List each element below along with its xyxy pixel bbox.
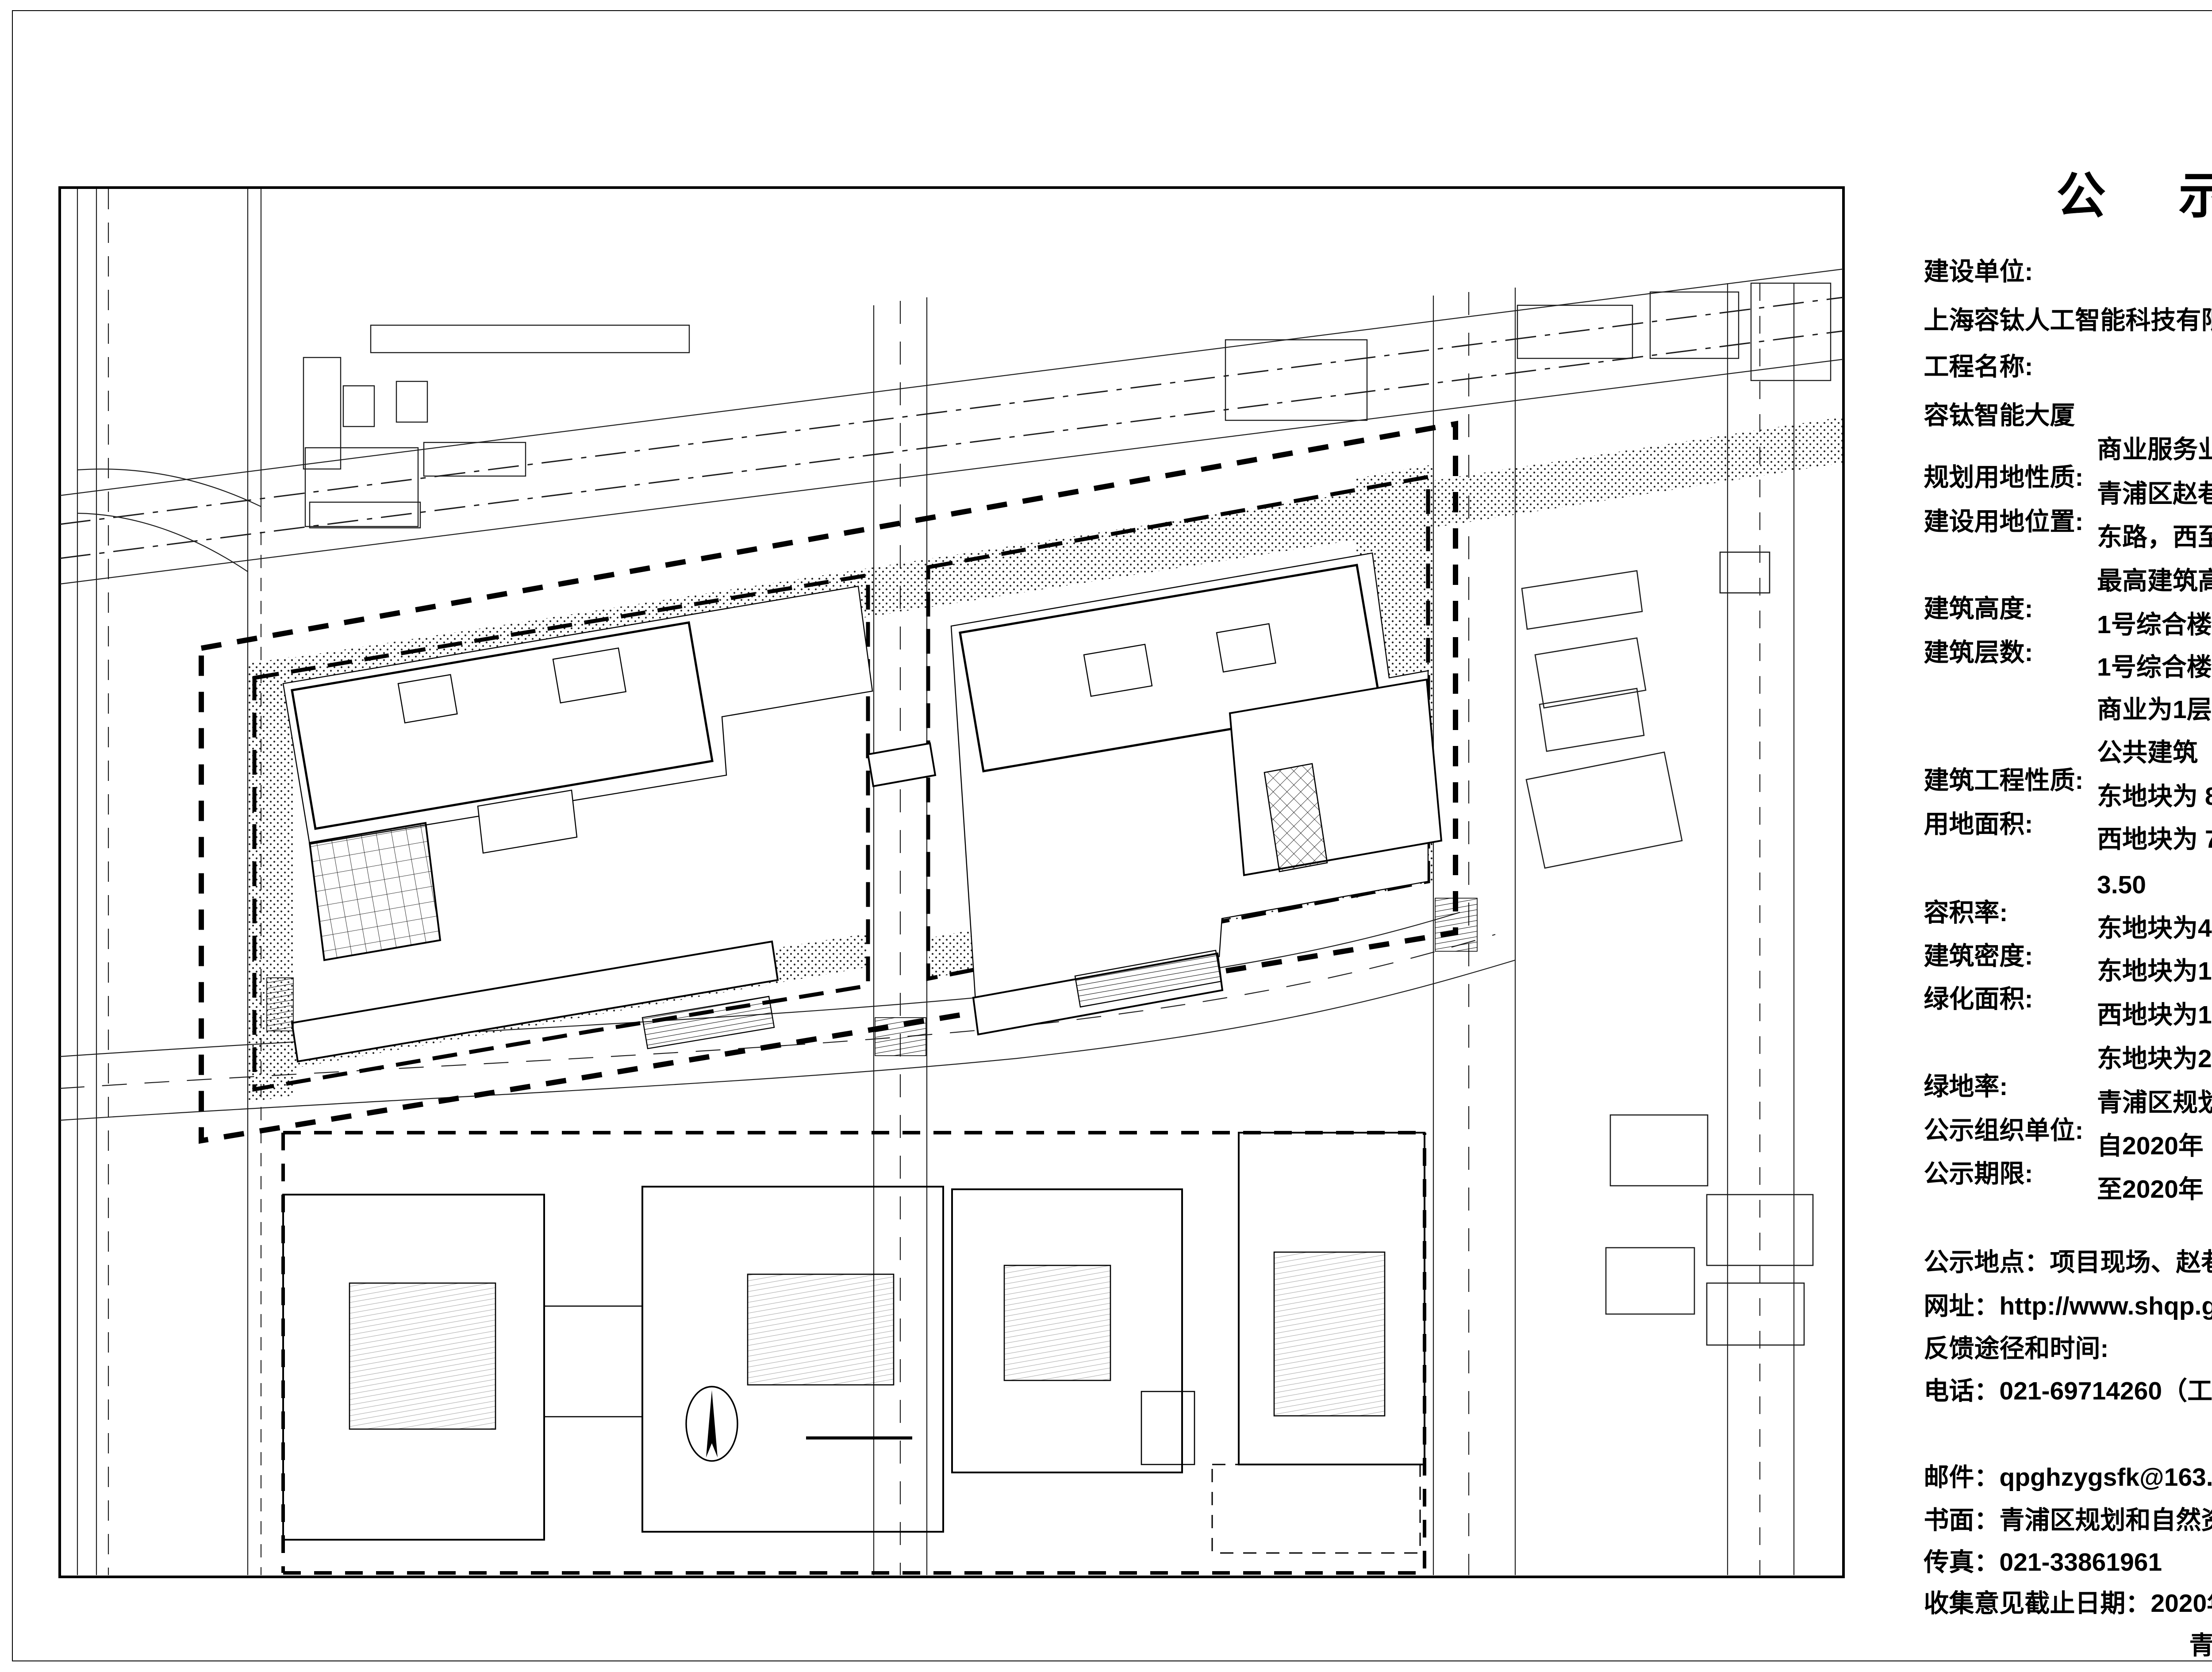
notice-row: 电话：021-69714260（工作日：上午9:00-11:00 xyxy=(1854,1349,2212,1461)
notice-row: 工程名称: xyxy=(1854,325,2033,436)
notice-row: 商业为1层，酒店为5层；地下二层。 xyxy=(1854,696,2212,807)
notice-row-value: 3.50 xyxy=(2097,871,2146,899)
north-arrow-icon xyxy=(685,1386,738,1462)
notice-row-label: 收集意见截止日期：2020年 月 日 xyxy=(1924,1589,2212,1618)
notice-row-label: 绿地率: xyxy=(1924,1072,2008,1101)
notice-row-label: 公示期限: xyxy=(1924,1159,2033,1188)
notice-row-value: 至2020年 月 日 xyxy=(2097,1175,2204,1203)
notice-row: 上海容钛人工智能科技有限公司 xyxy=(1854,279,2212,390)
notice-row: 建筑高度: 最高建筑高度72.2米 xyxy=(1854,567,2212,678)
notice-row-label: 书面：青浦区规划和自然资源局（华青南路757号） xyxy=(1924,1506,2212,1534)
notice-row: 西地块为 7849.2 平方米 xyxy=(1854,826,2212,937)
notice-row-value: 东路，西至夏阳河，北至沈家桥界泾港 xyxy=(2097,523,2212,551)
notice-row-value: 西地块为1661.4平方米 xyxy=(2097,1001,2212,1029)
notice-row-value: 自2020年 月 日 xyxy=(2097,1132,2204,1160)
notice-row: 建筑工程性质: 公共建筑 xyxy=(1854,739,2198,850)
notice-row: 建设用地位置: 青浦区赵巷镇，东至崧泉路，南至华科 xyxy=(1854,480,2212,591)
notice-row-label: 工程名称: xyxy=(1924,352,2033,381)
notice-row-label: 容积率: xyxy=(1924,898,2008,927)
notice-row: 西地块为1661.4平方米 xyxy=(1854,1001,2212,1112)
notice-row: 公示组织单位: 青浦区规划和自然资源局 xyxy=(1854,1089,2212,1200)
notice-row: 公示地点：项目现场、赵巷镇人民政府及规划资源局网站 xyxy=(1854,1221,2212,1332)
notice-row: 容积率: 3.50 xyxy=(1854,871,2146,982)
notice-row-label: 传真：021-33861961 xyxy=(1924,1548,2162,1576)
notice-row: 1号综合楼裙房为5层，1号商业与2号 xyxy=(1854,653,2212,765)
notice-row-label: 绿化面积: xyxy=(1924,984,2033,1013)
notice-row-value: 青浦区赵巷镇，东至崧泉路，南至华科 xyxy=(2097,480,2212,508)
notice-row-label: 建设单位: xyxy=(1924,257,2033,286)
notice-row-label: 邮件：qpghzygsfk@163.com xyxy=(1924,1463,2212,1491)
notice-row: 邮件：qpghzygsfk@163.com xyxy=(1854,1436,2212,1547)
notice-row: 容钛智能大厦 xyxy=(1854,374,2075,485)
notice-row: 用地面积: 东地块为 8085.6 平方米 xyxy=(1854,783,2212,894)
notice-row: 青浦区规划和自然资源局 xyxy=(2119,1604,2212,1672)
notice-row: 书面：青浦区规划和自然资源局（华青南路757号） xyxy=(1854,1479,2212,1590)
notice-row-label: 建筑密度: xyxy=(1924,942,2033,970)
notice-row-value: 商业服务业和商务办公综合用地 xyxy=(2097,435,2212,464)
notice-row-label: 用地面积: xyxy=(1924,810,2033,838)
notice-row: 绿化面积: 东地块为1869.5平方米 xyxy=(1854,957,2212,1069)
notice-row-value: 商业为1层，酒店为5层；地下二层。 xyxy=(2097,696,2212,724)
notice-row-value: 东地块为45% 西地块为40.38% xyxy=(2097,914,2212,942)
notice-row: 建筑层数: 1号综合楼主楼与2号综合楼为17层， xyxy=(1854,611,2212,722)
notice-row-label: 建筑层数: xyxy=(1924,638,2033,667)
notice-row-label: 建设用地位置: xyxy=(1924,507,2084,536)
notice-row: 建筑密度: 东地块为45% 西地块为40.38% xyxy=(1854,915,2212,1026)
notice-row: 传真：021-33861961 xyxy=(1854,1521,2162,1632)
notice-row-label: 上海容钛人工智能科技有限公司 xyxy=(1924,306,2212,334)
notice-row: 网址：http://www.shqp.gov.cn/prog/ xyxy=(1854,1265,2212,1376)
notice-row: 至2020年 月 日 xyxy=(1854,1176,2204,1287)
notice-row-label: 反馈途径和时间: xyxy=(1924,1334,2109,1363)
notice-row-label: 电话：021-69714260（工作日：上午9:00-11:00 xyxy=(1924,1376,2212,1405)
notice-row-value: 最高建筑高度72.2米 xyxy=(2097,567,2212,595)
notice-row-value: 东地块为23% 西地块为21% xyxy=(2097,1045,2212,1073)
notice-row-label: 青浦区规划和自然资源局 xyxy=(2189,1631,2212,1660)
notice-row-value: 东地块为 8085.6 平方米 xyxy=(2097,782,2212,811)
notice-row-label: 容钛智能大厦 xyxy=(1924,401,2075,430)
notice-row-label: 建筑工程性质: xyxy=(1924,766,2084,795)
notice-row-label: 公示组织单位: xyxy=(1924,1116,2084,1145)
notice-row: 东路，西至夏阳河，北至沈家桥界泾港 xyxy=(1854,523,2212,634)
notice-row: 收集意见截止日期：2020年 月 日 xyxy=(1854,1562,2212,1672)
notice-row-value: 青浦区规划和自然资源局 xyxy=(2097,1088,2212,1117)
notice-row: 规划用地性质: 商业服务业和商务办公综合用地 xyxy=(1854,436,2212,547)
notice-row: 反馈途径和时间: xyxy=(1854,1307,2108,1418)
notice-row-label: 公示地点：项目现场、赵巷镇人民政府及规划资源局网站 xyxy=(1924,1248,2212,1276)
notice-row-value: 东地块为1869.5平方米 xyxy=(2097,957,2212,985)
notice-row-label: 建筑高度: xyxy=(1924,594,2033,623)
notice-row-value: 公共建筑 xyxy=(2097,738,2198,767)
notice-row: 建设单位: xyxy=(1854,230,2033,341)
notice-row-value: 1号综合楼主楼与2号综合楼为17层， xyxy=(2097,611,2212,639)
notice-row: 绿地率: 东地块为23% 西地块为21% xyxy=(1854,1045,2212,1156)
notice-title: 公 示 xyxy=(2056,168,2212,223)
notice-row-label: 网址：http://www.shqp.gov.cn/prog/ xyxy=(1924,1291,2212,1320)
notice-row-value: 西地块为 7849.2 平方米 xyxy=(2097,825,2212,853)
notice-row-value: 1号综合楼裙房为5层，1号商业与2号 xyxy=(2097,653,2212,681)
notice-row: 公示期限: 自2020年 月 日 xyxy=(1854,1132,2203,1243)
notice-row-label: 规划用地性质: xyxy=(1924,463,2084,492)
